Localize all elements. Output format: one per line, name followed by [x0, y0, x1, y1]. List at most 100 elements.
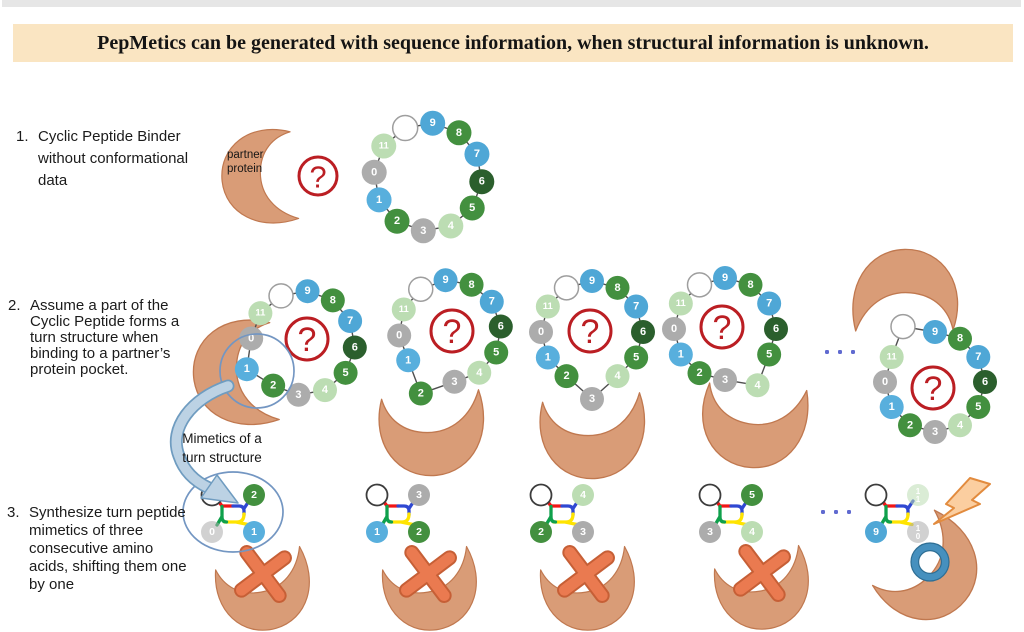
residue-circle	[907, 484, 929, 506]
residue-9: 9	[433, 268, 458, 293]
residue-number: 3	[580, 526, 586, 538]
scaffold-segment-yellow	[222, 512, 250, 527]
residue-11: 11	[535, 294, 560, 319]
residue-circle	[459, 272, 484, 297]
residue-circle	[408, 484, 430, 506]
residue-number: 5	[493, 347, 499, 359]
residue-circle	[757, 291, 782, 316]
residue-number: 4	[749, 526, 755, 538]
residue-number: 3	[420, 225, 426, 237]
turn-scaffold	[878, 496, 915, 527]
residue-3: 3	[699, 521, 721, 543]
residue-circle	[966, 395, 991, 419]
residue-number: 11	[676, 298, 687, 309]
residue-4: 4	[605, 364, 630, 389]
residue-number: 1	[678, 349, 684, 361]
mimetic-highlight-ellipse	[182, 471, 284, 553]
residue-circle	[365, 483, 389, 507]
residue-circle	[554, 364, 579, 389]
residue-number: 11	[887, 352, 898, 363]
residue-number: 1	[244, 363, 250, 375]
residue-9: 9	[295, 279, 320, 304]
unknown-structure-question: ?	[567, 308, 613, 354]
arrow-tail	[171, 381, 233, 493]
residue-circle	[713, 368, 737, 392]
x-stroke	[559, 552, 613, 596]
residue-circle	[469, 169, 495, 195]
residue-number: 8	[957, 333, 963, 345]
unknown-structure-question: ?	[284, 316, 330, 362]
residue-circle	[366, 187, 392, 213]
partner-protein-label-line2: protein	[227, 162, 263, 175]
residue-number: 6	[773, 323, 779, 335]
residue-number: 4	[580, 489, 586, 501]
scaffold-segment-yellow	[720, 512, 748, 527]
residue-circle	[338, 309, 363, 334]
residue-7: 7	[624, 294, 649, 319]
residue-2: 2	[243, 484, 265, 506]
residue-5: 5	[333, 360, 358, 385]
residue-number: 9	[722, 272, 728, 284]
partner-protein-shape	[714, 544, 809, 630]
residue-number: 0	[371, 166, 377, 178]
residue-circle	[396, 348, 421, 373]
residue-2: 2	[408, 381, 433, 406]
residue-white	[529, 483, 553, 507]
residue-number: 9	[589, 275, 595, 287]
residue-circle	[391, 297, 416, 322]
residue-circle	[879, 345, 904, 369]
residue-0: 0	[529, 320, 553, 344]
residue-number: 0	[396, 329, 402, 341]
scaffold-segment-green	[380, 504, 394, 527]
residue-circle	[295, 279, 320, 304]
question-mark: ?	[713, 309, 732, 347]
residue-3: 3	[580, 387, 604, 411]
residue-8: 8	[446, 120, 472, 146]
residue-0: 0	[239, 326, 264, 351]
residue-9: 9	[420, 110, 446, 136]
residue-number: 2	[538, 526, 544, 538]
residue-circle	[234, 357, 259, 382]
scaffold-segment-yellow	[387, 512, 415, 527]
residue-circle	[741, 484, 763, 506]
question-mark: ?	[298, 321, 317, 359]
step-1: 1. Cyclic Peptide Binder without conform…	[16, 126, 212, 192]
partner-protein-shape	[871, 509, 978, 621]
dot	[834, 510, 838, 514]
residue-1: 1	[366, 521, 388, 543]
residue-6: 6	[488, 314, 513, 339]
residue-9: 9	[923, 320, 947, 344]
residue-circle	[268, 283, 294, 309]
residue-number: 11	[379, 141, 390, 152]
question-circle	[567, 308, 613, 354]
residue-number: 0	[209, 526, 215, 538]
unknown-structure-question: ?	[429, 308, 475, 354]
residue-11: 11	[248, 301, 273, 326]
step-3-number: 3.	[7, 504, 20, 521]
residue-white	[864, 483, 888, 507]
residue-8: 8	[320, 288, 345, 313]
partner-protein-label-line1: partner	[227, 149, 264, 161]
residue-1: 1	[234, 357, 259, 382]
step-1-number: 1.	[16, 128, 29, 145]
residue-number: 8	[468, 279, 474, 291]
residue-circle	[371, 133, 397, 159]
residue-8: 8	[605, 275, 630, 300]
residue-circle	[446, 120, 472, 146]
residue-7: 7	[338, 309, 363, 334]
residue-number: 1	[374, 526, 380, 538]
residue-3: 3	[442, 369, 467, 394]
residue-4: 4	[572, 484, 594, 506]
lightning-bolt-icon	[933, 477, 991, 525]
rejected-x-mark	[557, 545, 615, 603]
residue-number: 2	[418, 388, 424, 400]
ellipsis-dots	[825, 350, 855, 354]
scaffold-segment-green	[215, 504, 229, 527]
residue-number: 2	[270, 380, 276, 392]
residue-number: 5	[975, 401, 981, 413]
